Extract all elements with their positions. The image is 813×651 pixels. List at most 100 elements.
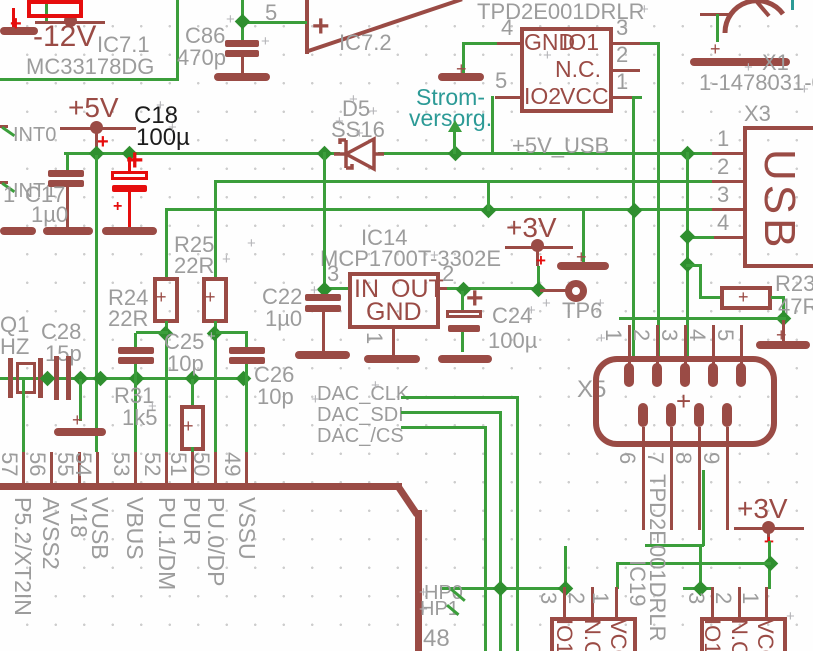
wire-segment[interactable] [66, 152, 69, 170]
pin-number: 7 [643, 452, 668, 465]
wire-segment[interactable] [216, 331, 248, 334]
wire-segment[interactable] [499, 411, 502, 651]
dsub-pad [736, 363, 746, 387]
pin-stub [591, 587, 594, 617]
pin-stub [712, 180, 743, 183]
wire-segment[interactable] [619, 562, 771, 565]
wire-segment[interactable] [689, 236, 714, 239]
wire-segment[interactable] [136, 331, 168, 334]
wire-segment[interactable] [716, 14, 719, 42]
wire-segment[interactable] [22, 379, 25, 454]
wire-segment[interactable] [323, 152, 326, 295]
wire-segment[interactable] [582, 208, 585, 263]
refdes-c86: C86 [185, 23, 226, 48]
pin-number: 4 [501, 15, 514, 40]
pin-number: 2 [629, 329, 654, 342]
refdes-q1: Q1 [0, 312, 30, 337]
wire-segment[interactable] [464, 42, 497, 45]
cap-plate [448, 325, 480, 332]
wire-segment[interactable] [79, 379, 82, 421]
ground-bar [364, 355, 420, 363]
pin-stub [134, 452, 137, 486]
wire-segment[interactable] [461, 332, 464, 352]
wire-segment[interactable] [491, 96, 494, 154]
refdes-tp6: TP6 [562, 298, 603, 323]
refdes-x5: X5 [577, 376, 607, 403]
connector-edge [743, 126, 813, 130]
ic-outline [0, 483, 402, 490]
wire-segment[interactable] [699, 264, 702, 299]
wire-segment[interactable] [245, 333, 248, 348]
wire-segment[interactable] [64, 152, 340, 155]
origin-cross [542, 296, 551, 311]
wire-segment[interactable] [45, 0, 48, 22]
wire-segment[interactable] [378, 152, 712, 155]
wire-segment[interactable] [633, 96, 642, 99]
wire-segment[interactable] [401, 411, 502, 414]
pin-lead [670, 427, 673, 530]
wire-segment[interactable] [686, 264, 701, 267]
wire-segment[interactable] [657, 42, 660, 360]
origin-cross [247, 236, 256, 251]
wire-segment[interactable] [244, 21, 307, 24]
origin-cross [183, 417, 194, 435]
connector-spine [743, 126, 747, 268]
pin-number: 53 [109, 452, 134, 477]
wire-segment[interactable] [616, 562, 619, 589]
wire-segment[interactable] [516, 396, 519, 651]
wire-segment[interactable] [700, 296, 721, 299]
value-c17: 1µ0 [31, 202, 69, 227]
wire-segment[interactable] [214, 182, 217, 278]
wire-segment[interactable] [134, 333, 137, 348]
wire-segment[interactable] [95, 155, 98, 379]
wire-segment[interactable] [632, 96, 635, 360]
value-ic19: TPD2E001DRLR [645, 474, 670, 642]
wire-segment[interactable] [401, 396, 519, 399]
wire-segment[interactable] [537, 266, 540, 290]
pin-number: 9 [699, 452, 724, 465]
pin-lead [656, 325, 659, 365]
wire-segment[interactable] [462, 42, 465, 74]
value-r24: 22R [108, 306, 149, 331]
wire-segment[interactable] [245, 364, 248, 454]
wire-segment[interactable] [191, 447, 194, 454]
wire-segment[interactable] [447, 287, 539, 290]
wire-segment[interactable] [484, 426, 487, 651]
wire-segment[interactable] [191, 379, 194, 405]
wire-segment[interactable] [95, 381, 98, 452]
wire-segment[interactable] [165, 210, 168, 278]
wire-segment[interactable] [686, 152, 689, 360]
wire-segment[interactable] [645, 544, 704, 547]
wire-segment[interactable] [214, 321, 217, 454]
wire-segment[interactable] [771, 296, 783, 299]
wire-segment[interactable] [165, 321, 168, 454]
wire-segment[interactable] [0, 377, 249, 380]
pin-name: AVSS2 [38, 497, 64, 570]
wire-segment[interactable] [214, 180, 712, 183]
wire-segment[interactable] [165, 208, 712, 211]
pin-number: 51 [166, 452, 191, 477]
pin-number: 50 [189, 452, 214, 477]
wire-segment[interactable] [134, 364, 137, 454]
wire-segment[interactable] [702, 470, 705, 546]
wire-segment[interactable] [640, 42, 659, 45]
cap-plate [305, 294, 341, 301]
wire-segment[interactable] [782, 296, 785, 320]
wire-segment[interactable] [487, 181, 490, 211]
origin-cross [222, 252, 231, 267]
wire-segment[interactable] [619, 317, 786, 320]
wire-segment[interactable] [699, 546, 702, 590]
wire-segment[interactable] [0, 78, 179, 81]
pin-stub [563, 587, 566, 617]
wire-segment[interactable] [401, 426, 487, 429]
pin-stub [191, 452, 194, 486]
junction-dot [679, 228, 696, 245]
wire-segment[interactable] [326, 287, 348, 290]
wire-segment[interactable] [453, 130, 456, 154]
wire-segment[interactable] [461, 291, 464, 311]
wire-segment[interactable] [176, 0, 179, 80]
wire-segment[interactable] [564, 546, 567, 590]
origin-cross [419, 585, 428, 600]
pin-number: 1 [616, 69, 629, 94]
pin-number: 52 [140, 452, 165, 477]
